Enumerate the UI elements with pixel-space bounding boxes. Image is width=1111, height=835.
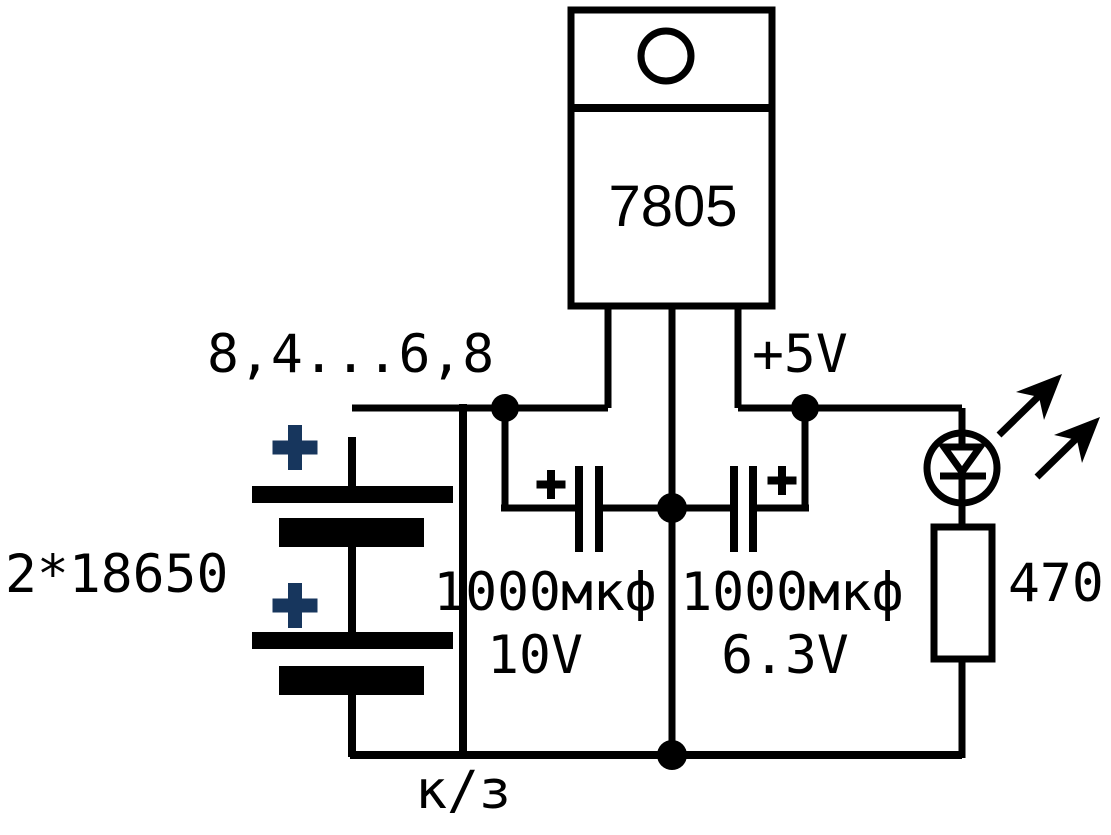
cap-input-plate bbox=[575, 466, 583, 552]
arrow-head bbox=[1054, 417, 1100, 463]
cap-input-plus-icon bbox=[536, 470, 566, 499]
arrow-shaft bbox=[1034, 434, 1081, 480]
battery-mid-link bbox=[348, 547, 356, 635]
battery-label: 2*18650 bbox=[5, 544, 229, 605]
junction-dot bbox=[491, 394, 519, 422]
input-voltage-label: 8,4...6,8 bbox=[207, 324, 495, 385]
capacitor-input-symbol bbox=[501, 414, 672, 552]
arrow-head bbox=[1016, 374, 1062, 420]
led-light-arrows-icon bbox=[996, 374, 1100, 480]
battery-cell2-short-plate bbox=[279, 666, 424, 695]
cap-output-value-label: 1000мкф bbox=[680, 562, 904, 623]
led-symbol bbox=[923, 374, 1100, 507]
junction-dot bbox=[657, 493, 687, 523]
led-anode-triangle bbox=[937, 443, 987, 478]
junction-dot bbox=[657, 740, 687, 770]
cap-input-plate bbox=[595, 466, 603, 552]
junction-dots bbox=[491, 394, 819, 770]
junction-dot bbox=[791, 394, 819, 422]
wires bbox=[350, 404, 966, 759]
mounting-hole-icon bbox=[637, 27, 695, 85]
cap-output-plate bbox=[730, 466, 738, 552]
battery-symbol bbox=[252, 425, 453, 757]
cap-input-value-label: 1000мкф bbox=[433, 562, 657, 623]
capacitor-output-symbol bbox=[672, 414, 809, 552]
battery-cell1-long-plate bbox=[252, 486, 453, 503]
cap-output-voltage-label: 6.3V bbox=[721, 625, 849, 686]
arrow-shaft bbox=[996, 392, 1043, 438]
led-circle bbox=[923, 429, 1001, 507]
resistor-symbol bbox=[930, 523, 996, 663]
cap-output-plus-icon bbox=[767, 466, 797, 495]
battery-cell2-long-plate bbox=[252, 632, 453, 649]
cap-input-voltage-label: 10V bbox=[487, 625, 583, 686]
output-voltage-label: +5V bbox=[752, 324, 848, 385]
resistor-value-label: 470 bbox=[1008, 553, 1104, 614]
ground-short-label: к/з bbox=[415, 760, 511, 821]
battery-plus-icon bbox=[272, 425, 318, 470]
regulator-part-number-label: 7805 bbox=[608, 174, 738, 239]
battery-cell1-short-plate bbox=[279, 518, 424, 547]
battery-top-lead bbox=[348, 437, 356, 489]
battery-plus-icon bbox=[272, 583, 318, 628]
regulator-7805-package bbox=[567, 6, 776, 755]
battery-bottom-lead bbox=[348, 695, 356, 757]
cap-output-plate bbox=[749, 466, 757, 552]
